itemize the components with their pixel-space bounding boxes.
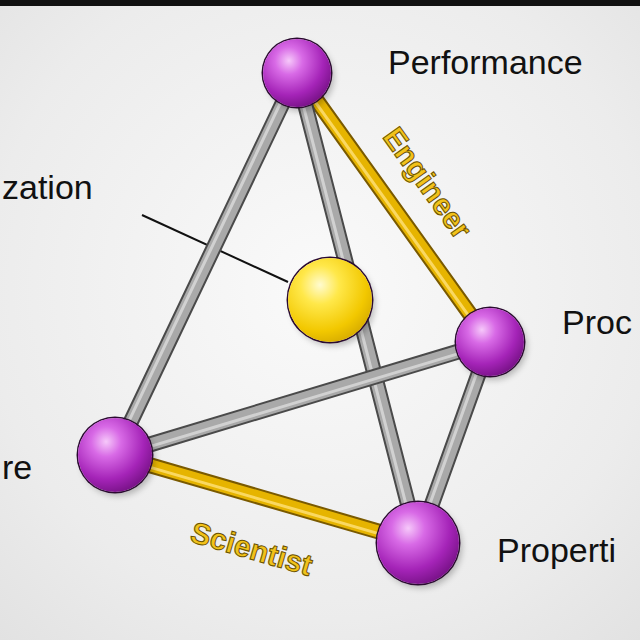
top-bar: [0, 0, 640, 6]
grey-rod: [127, 99, 284, 425]
vertex-label: Proc: [562, 305, 632, 339]
rod-label: Scientist: [188, 517, 316, 581]
grey-rod: [147, 351, 462, 448]
grey-rod: [429, 370, 480, 509]
structure-sphere: re: [78, 418, 152, 492]
performance-sphere: Performance: [263, 39, 331, 107]
rod-label: Engineer: [378, 122, 477, 244]
vertex-label: Performance: [388, 45, 583, 79]
characterization-sphere: zation: [288, 258, 372, 342]
vertex-label: Properti: [497, 533, 616, 567]
processing-sphere: Proc: [456, 308, 524, 376]
vertex-label: re: [2, 450, 32, 484]
vertex-label: zation: [2, 170, 93, 204]
gold-rod: [146, 464, 382, 534]
properties-sphere: Properti: [377, 502, 459, 584]
